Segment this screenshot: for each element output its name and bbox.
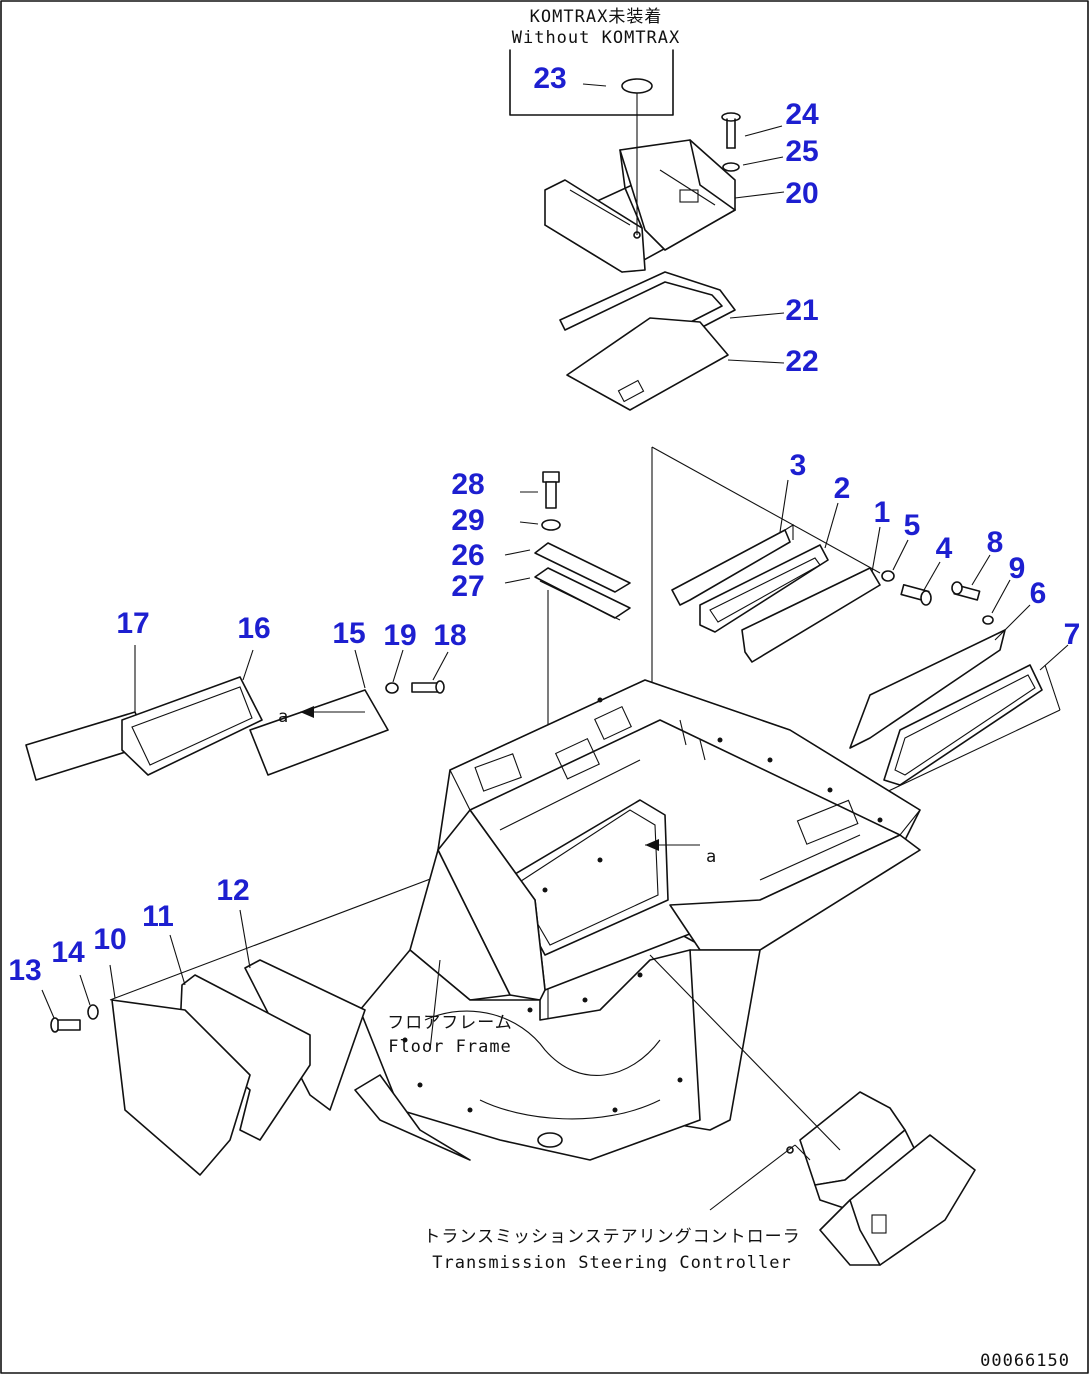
callout-27: 27 — [451, 570, 484, 603]
washer-14 — [79, 974, 99, 1020]
callout-21: 21 — [785, 294, 818, 327]
transmission-note-en: Transmission Steering Controller — [432, 1253, 792, 1273]
callout-9: 9 — [1009, 552, 1026, 585]
callout-23: 23 — [533, 62, 566, 95]
bolt-13 — [41, 989, 81, 1033]
kontrax-note-jp: KOMTRAX未装着 — [530, 7, 663, 27]
cover-1 — [741, 567, 881, 663]
callout-7: 7 — [1064, 618, 1081, 651]
callout-13: 13 — [8, 954, 41, 987]
callout-3: 3 — [790, 449, 807, 482]
callout-26: 26 — [451, 539, 484, 572]
cover-17 — [25, 645, 149, 781]
cover-10 — [109, 964, 251, 1176]
bolt-4 — [900, 561, 941, 606]
washer-29 — [519, 519, 561, 531]
callout-2: 2 — [834, 472, 851, 505]
transmission-controller — [649, 954, 976, 1266]
callout-29: 29 — [451, 504, 484, 537]
callout-11: 11 — [142, 900, 174, 933]
callout-labels: 23 24 25 20 21 22 3 2 1 5 4 8 9 6 7 28 2… — [8, 62, 1080, 987]
cover-16 — [121, 649, 263, 776]
cover-3 — [671, 524, 794, 606]
floor-frame-note-en: Floor Frame — [388, 1037, 512, 1057]
view-mark-a-left: a — [278, 707, 289, 727]
callout-1: 1 — [874, 496, 891, 529]
plate-26 — [504, 542, 631, 593]
callout-20: 20 — [785, 177, 818, 210]
callout-28: 28 — [451, 468, 484, 501]
bolt-28 — [520, 471, 560, 509]
bolt-24 — [721, 112, 783, 149]
top-cover-bracket — [544, 93, 736, 273]
callout-15: 15 — [332, 617, 365, 650]
callout-6: 6 — [1030, 577, 1047, 610]
callout-5: 5 — [904, 509, 921, 542]
callout-22: 22 — [785, 345, 818, 378]
cover-6 — [849, 604, 1031, 749]
bolt-8 — [951, 554, 991, 601]
cover-15 — [249, 649, 389, 776]
callout-18: 18 — [433, 619, 466, 652]
washer-9 — [982, 579, 1011, 625]
callout-25: 25 — [785, 135, 818, 168]
plate-27 — [504, 567, 631, 621]
callout-24: 24 — [785, 98, 819, 131]
callout-10: 10 — [93, 923, 126, 956]
callout-14: 14 — [51, 936, 85, 969]
bolt-18 — [411, 651, 449, 694]
callout-17: 17 — [116, 607, 149, 640]
callout-8: 8 — [987, 526, 1004, 559]
callout-16: 16 — [237, 612, 270, 645]
view-mark-a-right: a — [706, 847, 717, 867]
kontrax-note-en: Without KOMTRAX — [512, 28, 681, 48]
washer-5 — [881, 539, 909, 582]
plate-22 — [566, 312, 785, 411]
transmission-note-jp: トランスミッションステアリングコントローラ — [423, 1227, 800, 1247]
washer-19 — [385, 649, 404, 694]
kontrax-note: KOMTRAX未装着 Without KOMTRAX — [509, 7, 681, 116]
cover-2 — [699, 544, 829, 633]
callout-19: 19 — [383, 619, 416, 652]
figure-code: 00066150 — [980, 1351, 1070, 1371]
cover-7 — [883, 644, 1069, 786]
floor-frame — [354, 679, 921, 1161]
callout-12: 12 — [216, 874, 249, 907]
washer-25 — [722, 156, 784, 172]
callout-4: 4 — [936, 532, 953, 565]
floor-frame-note-jp: フロアフレーム — [387, 1013, 513, 1033]
